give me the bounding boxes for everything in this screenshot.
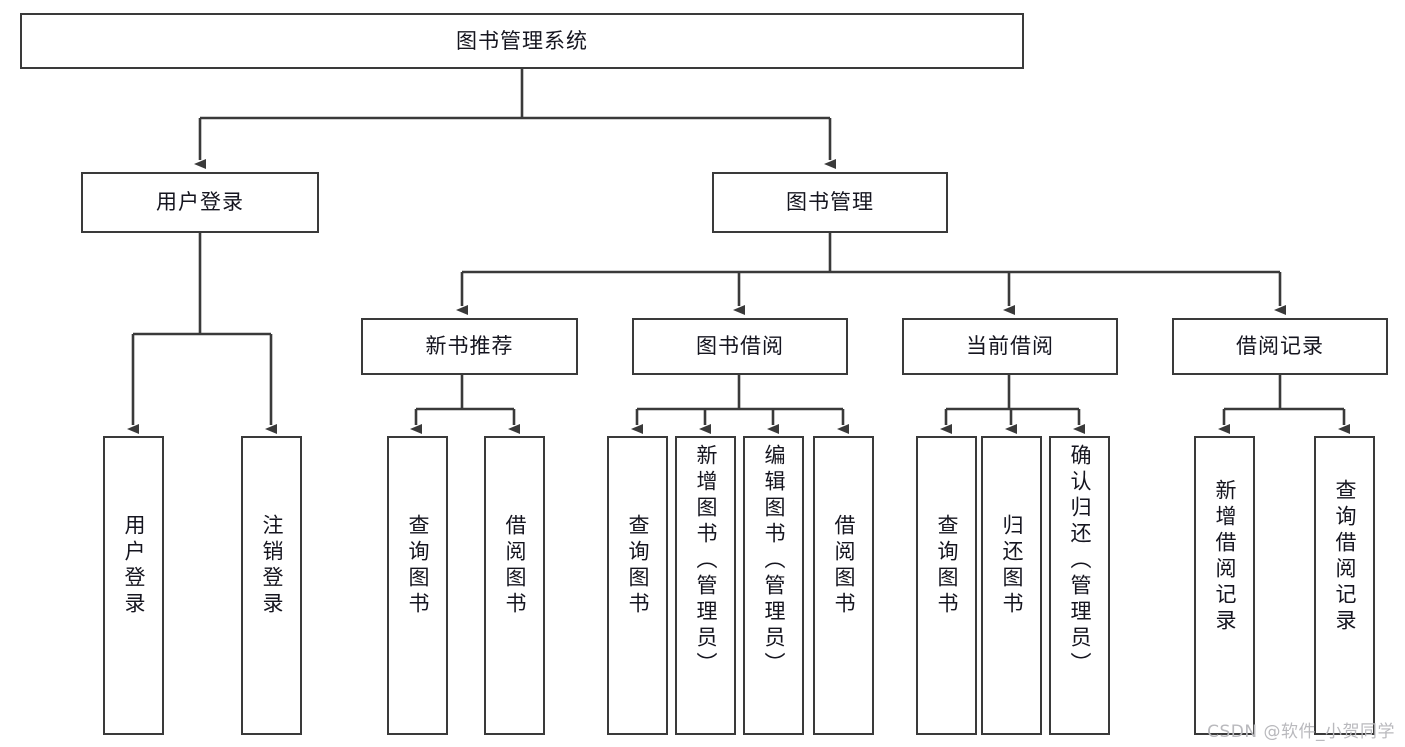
node-leaf-user-login[interactable]: 用户登录	[103, 436, 164, 735]
node-leaf-borrow-book[interactable]: 借阅图书	[813, 436, 874, 735]
watermark: CSDN @软件_小贺同学	[1207, 722, 1395, 742]
node-leaf-user-login-label: 用户登录	[122, 514, 146, 618]
node-root[interactable]: 图书管理系统	[20, 13, 1024, 69]
node-leaf-logout-label: 注销登录	[260, 514, 284, 618]
node-root-label: 图书管理系统	[456, 28, 588, 53]
node-leaf-query-book-label: 查询图书	[626, 514, 650, 618]
node-leaf-query-book-recommend[interactable]: 查询图书	[387, 436, 448, 735]
node-new-book-recommend-label: 新书推荐	[425, 334, 514, 359]
node-leaf-add-borrow-record[interactable]: 新增借阅记录	[1194, 436, 1255, 735]
node-leaf-add-book[interactable]: 新增图书（管理员）	[675, 436, 736, 735]
node-leaf-borrow-book-recommend-label: 借阅图书	[503, 514, 527, 618]
node-leaf-edit-book[interactable]: 编辑图书（管理员）	[743, 436, 804, 735]
node-leaf-confirm-return[interactable]: 确认归还（管理员）	[1049, 436, 1110, 735]
node-leaf-logout[interactable]: 注销登录	[241, 436, 302, 735]
node-new-book-recommend[interactable]: 新书推荐	[361, 318, 578, 375]
node-leaf-confirm-return-label: 确认归还（管理员）	[1068, 444, 1092, 678]
node-leaf-edit-book-label: 编辑图书（管理员）	[762, 444, 786, 678]
node-current-borrow-label: 当前借阅	[966, 334, 1054, 359]
node-leaf-query-borrow-record[interactable]: 查询借阅记录	[1314, 436, 1375, 735]
node-user-login[interactable]: 用户登录	[81, 172, 319, 233]
node-leaf-query-book-current-label: 查询图书	[935, 514, 959, 618]
node-borrow-record-label: 借阅记录	[1236, 334, 1324, 359]
node-book-management[interactable]: 图书管理	[712, 172, 948, 233]
node-leaf-borrow-book-recommend[interactable]: 借阅图书	[484, 436, 545, 735]
node-borrow-record[interactable]: 借阅记录	[1172, 318, 1388, 375]
node-leaf-query-book-current[interactable]: 查询图书	[916, 436, 977, 735]
node-leaf-return-book-label: 归还图书	[1000, 514, 1024, 618]
node-book-borrow-label: 图书借阅	[696, 334, 784, 359]
node-book-borrow[interactable]: 图书借阅	[632, 318, 848, 375]
node-current-borrow[interactable]: 当前借阅	[902, 318, 1118, 375]
node-book-management-label: 图书管理	[786, 190, 874, 215]
node-leaf-return-book[interactable]: 归还图书	[981, 436, 1042, 735]
node-leaf-query-book[interactable]: 查询图书	[607, 436, 668, 735]
node-leaf-borrow-book-label: 借阅图书	[832, 514, 856, 618]
node-leaf-add-book-label: 新增图书（管理员）	[694, 444, 718, 678]
node-leaf-query-borrow-record-label: 查询借阅记录	[1333, 479, 1357, 635]
node-leaf-add-borrow-record-label: 新增借阅记录	[1213, 479, 1237, 635]
node-leaf-query-book-recommend-label: 查询图书	[406, 514, 430, 618]
node-user-login-label: 用户登录	[156, 190, 244, 215]
